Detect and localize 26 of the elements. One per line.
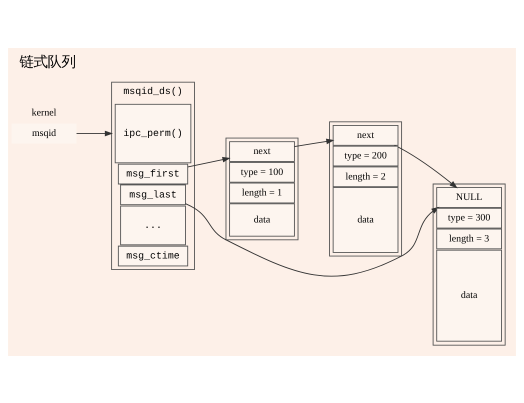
node-box: msg_last [120, 184, 186, 205]
cluster [329, 120, 402, 256]
node-box: next [332, 124, 398, 146]
node-box: length = 3 [436, 228, 502, 249]
node-box: type = 300 [436, 207, 502, 228]
arrow [187, 156, 231, 167]
node-box: type = 200 [332, 145, 398, 166]
node-box: length = 2 [332, 166, 398, 187]
diagram-title: 链式队列 [20, 54, 76, 70]
node-box: NULL [436, 186, 502, 208]
node-box: ... [120, 205, 186, 245]
node-box: msqid [12, 123, 76, 143]
label: kernel [32, 106, 56, 118]
node-box: data [332, 186, 398, 252]
node-box: next [229, 140, 295, 162]
node-box: length = 1 [229, 182, 295, 203]
arrow [294, 138, 334, 146]
cluster [226, 137, 298, 240]
node-box: ipc_perm() [114, 103, 192, 163]
node-box: msg_ctime [118, 245, 188, 266]
node-box: data [229, 202, 295, 236]
node-box: type = 100 [229, 161, 295, 182]
cluster [432, 183, 506, 346]
node-box: msg_first [118, 163, 188, 184]
arrow [76, 130, 113, 136]
node-box: data [436, 249, 502, 342]
